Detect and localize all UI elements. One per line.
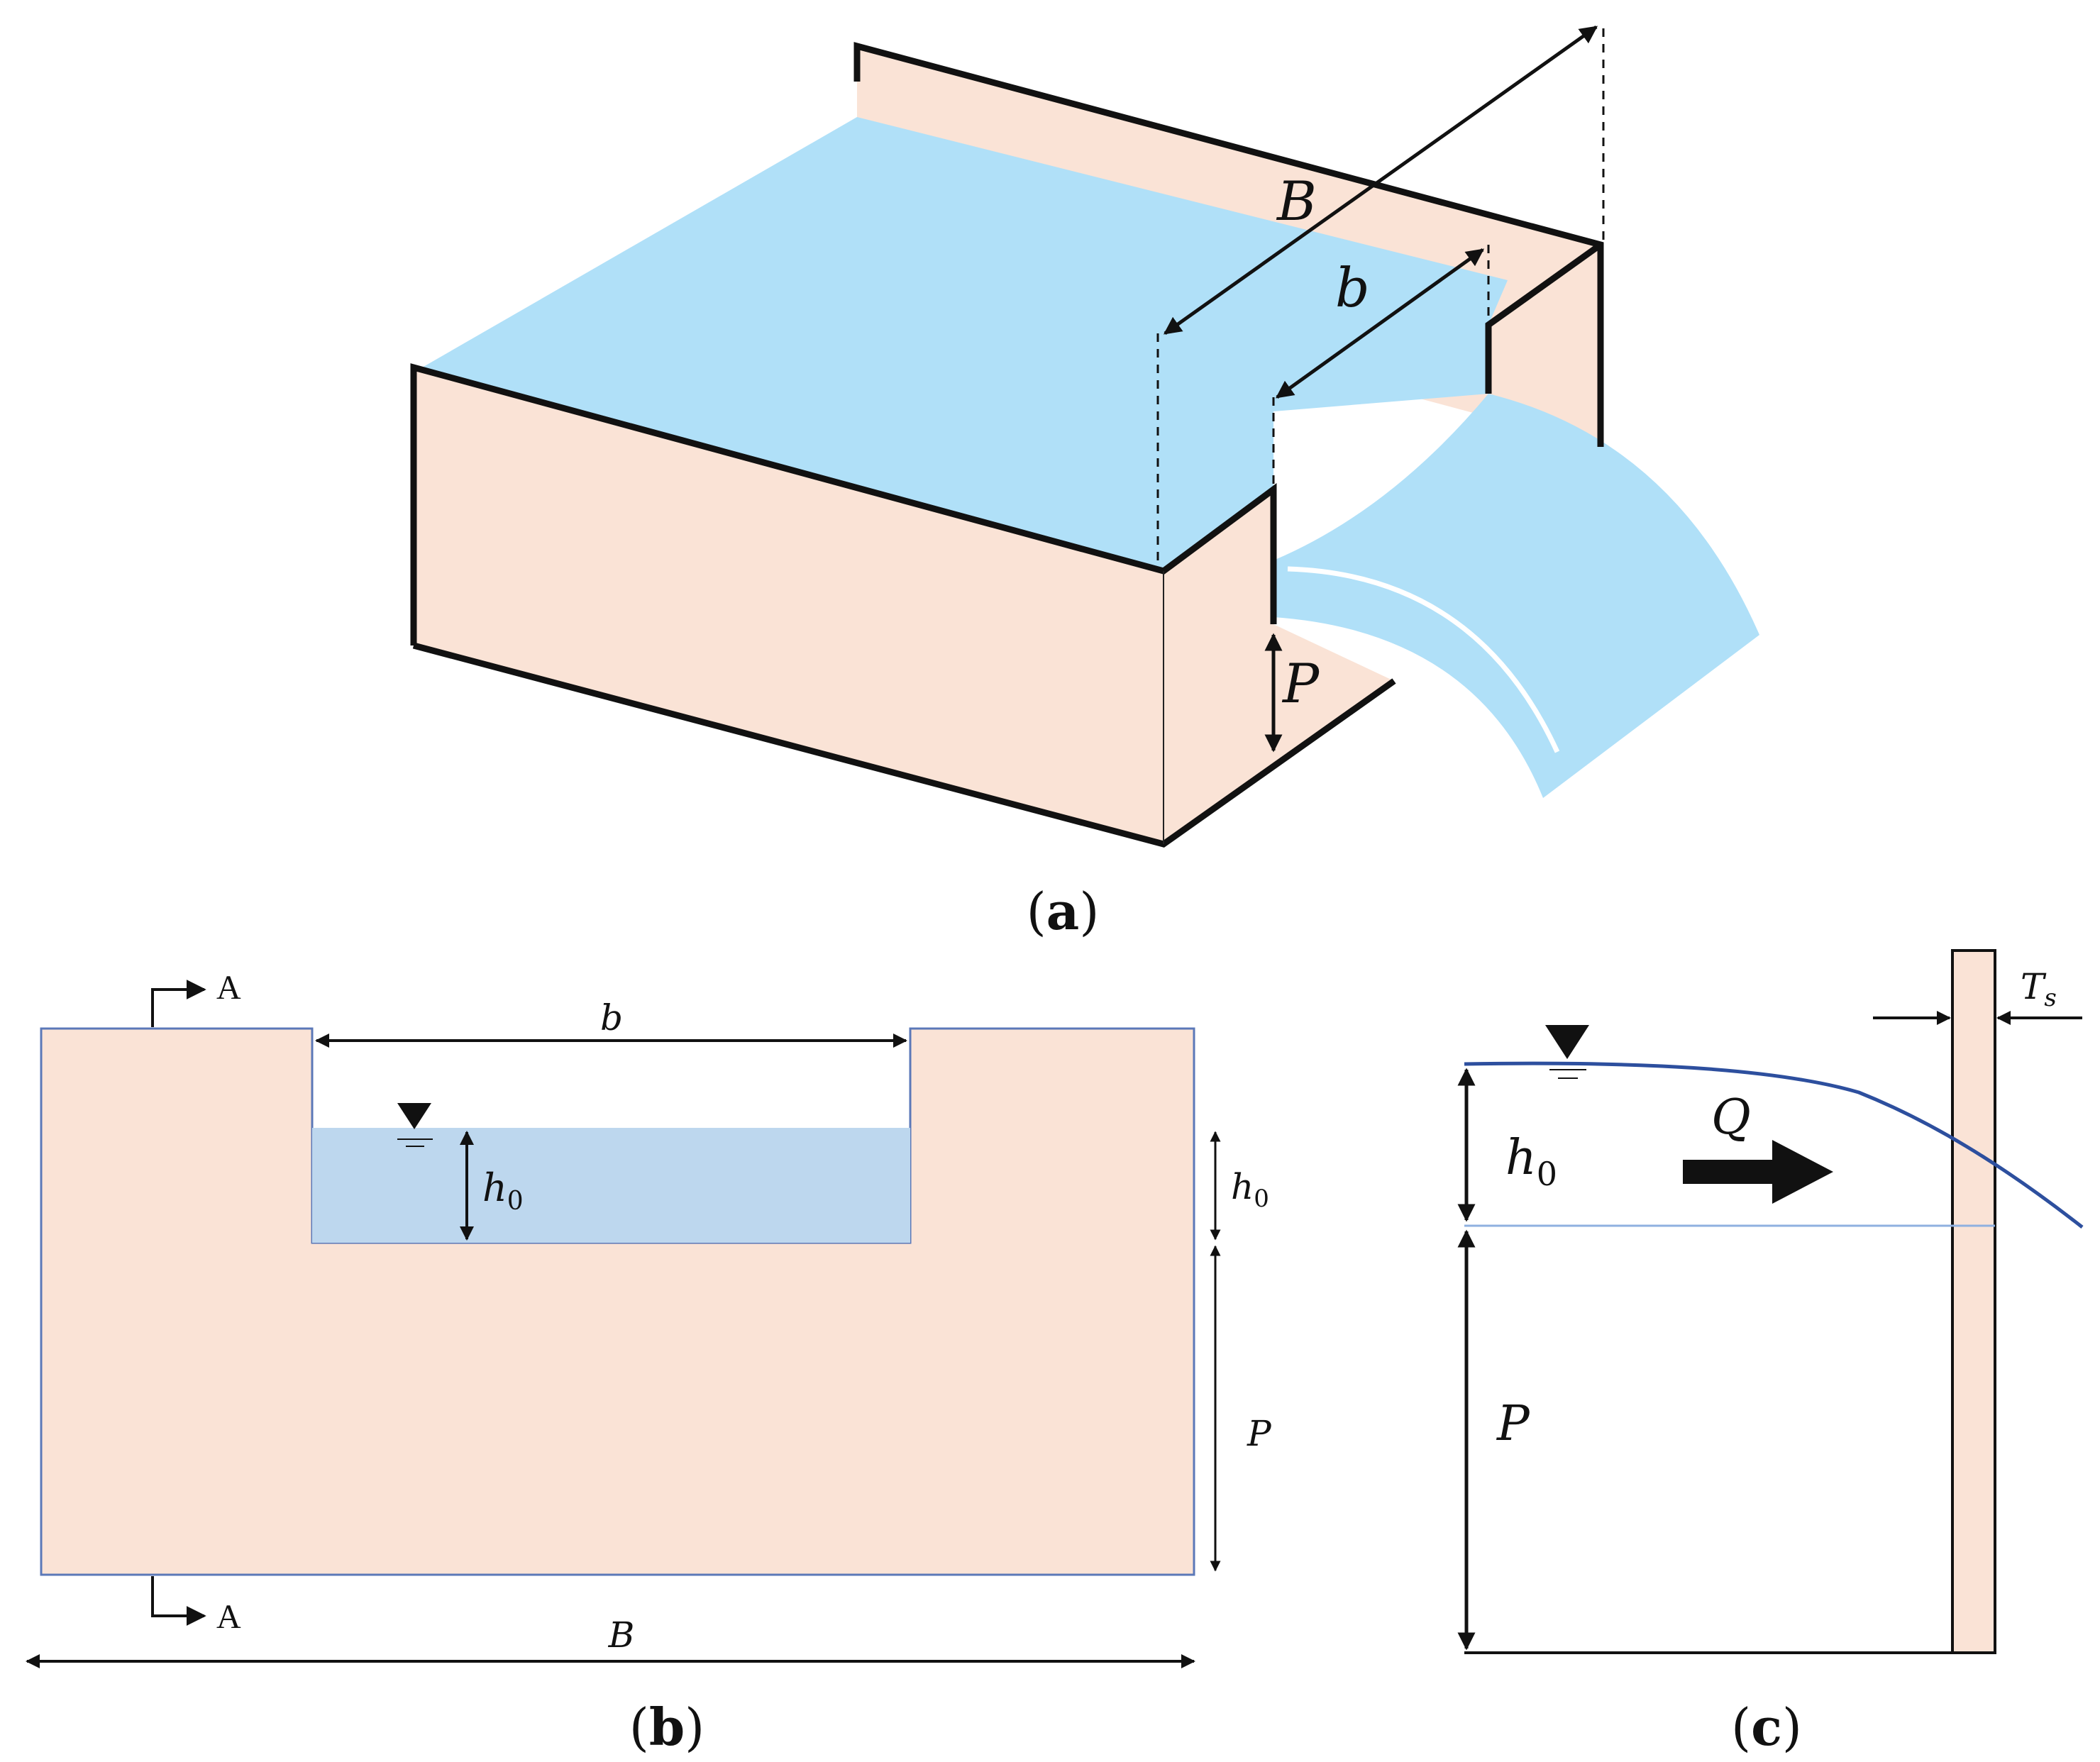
- section-marker-top: [151, 980, 206, 1027]
- water-level-triangle-icon-c: [1545, 1025, 1589, 1079]
- caption-a: (a): [1027, 881, 1100, 941]
- label-c-h0: h0: [1505, 1130, 1557, 1193]
- label-a-b: b: [1335, 256, 1370, 319]
- label-c-Ts: Ts: [2021, 966, 2057, 1012]
- label-b-h0-inner: h0: [482, 1165, 524, 1216]
- label-b-P: P: [1247, 1413, 1272, 1454]
- panel-c-side-section: h0 P Q Ts (c): [1457, 949, 2084, 1757]
- dim-B-arrow: [1163, 25, 1598, 336]
- label-b-h0-right: h0: [1231, 1166, 1269, 1213]
- panel-b-front-view: A A b h0 h0 P B (b): [26, 969, 1272, 1757]
- section-marker-bottom: [151, 1576, 206, 1626]
- label-a-P: P: [1281, 652, 1320, 715]
- panel-a-3d-weir: B b P (a): [410, 25, 1759, 941]
- weir-plate: [40, 1027, 1195, 1576]
- flow-arrow-right-icon: [1683, 1140, 1833, 1204]
- label-a-B: B: [1276, 170, 1317, 233]
- nappe-jet: [1273, 394, 1759, 798]
- section-label-top: A: [216, 969, 241, 1007]
- water-level-triangle-icon: [397, 1103, 433, 1147]
- label-c-P: P: [1496, 1396, 1530, 1452]
- label-c-Q: Q: [1711, 1090, 1751, 1146]
- free-surface-profile: [1464, 1061, 2084, 1229]
- caption-c: (c): [1731, 1697, 1802, 1757]
- notch-water: [312, 1128, 910, 1243]
- nappe-highlight: [1287, 566, 1560, 753]
- weir-plate-side: [1951, 949, 1996, 1654]
- dim-b-arrow: [1275, 248, 1485, 399]
- front-wall: [414, 367, 1164, 844]
- label-b-B: B: [608, 1614, 635, 1656]
- section-label-bottom: A: [216, 1598, 241, 1636]
- caption-b: (b): [629, 1697, 705, 1757]
- label-b-b: b: [600, 997, 623, 1038]
